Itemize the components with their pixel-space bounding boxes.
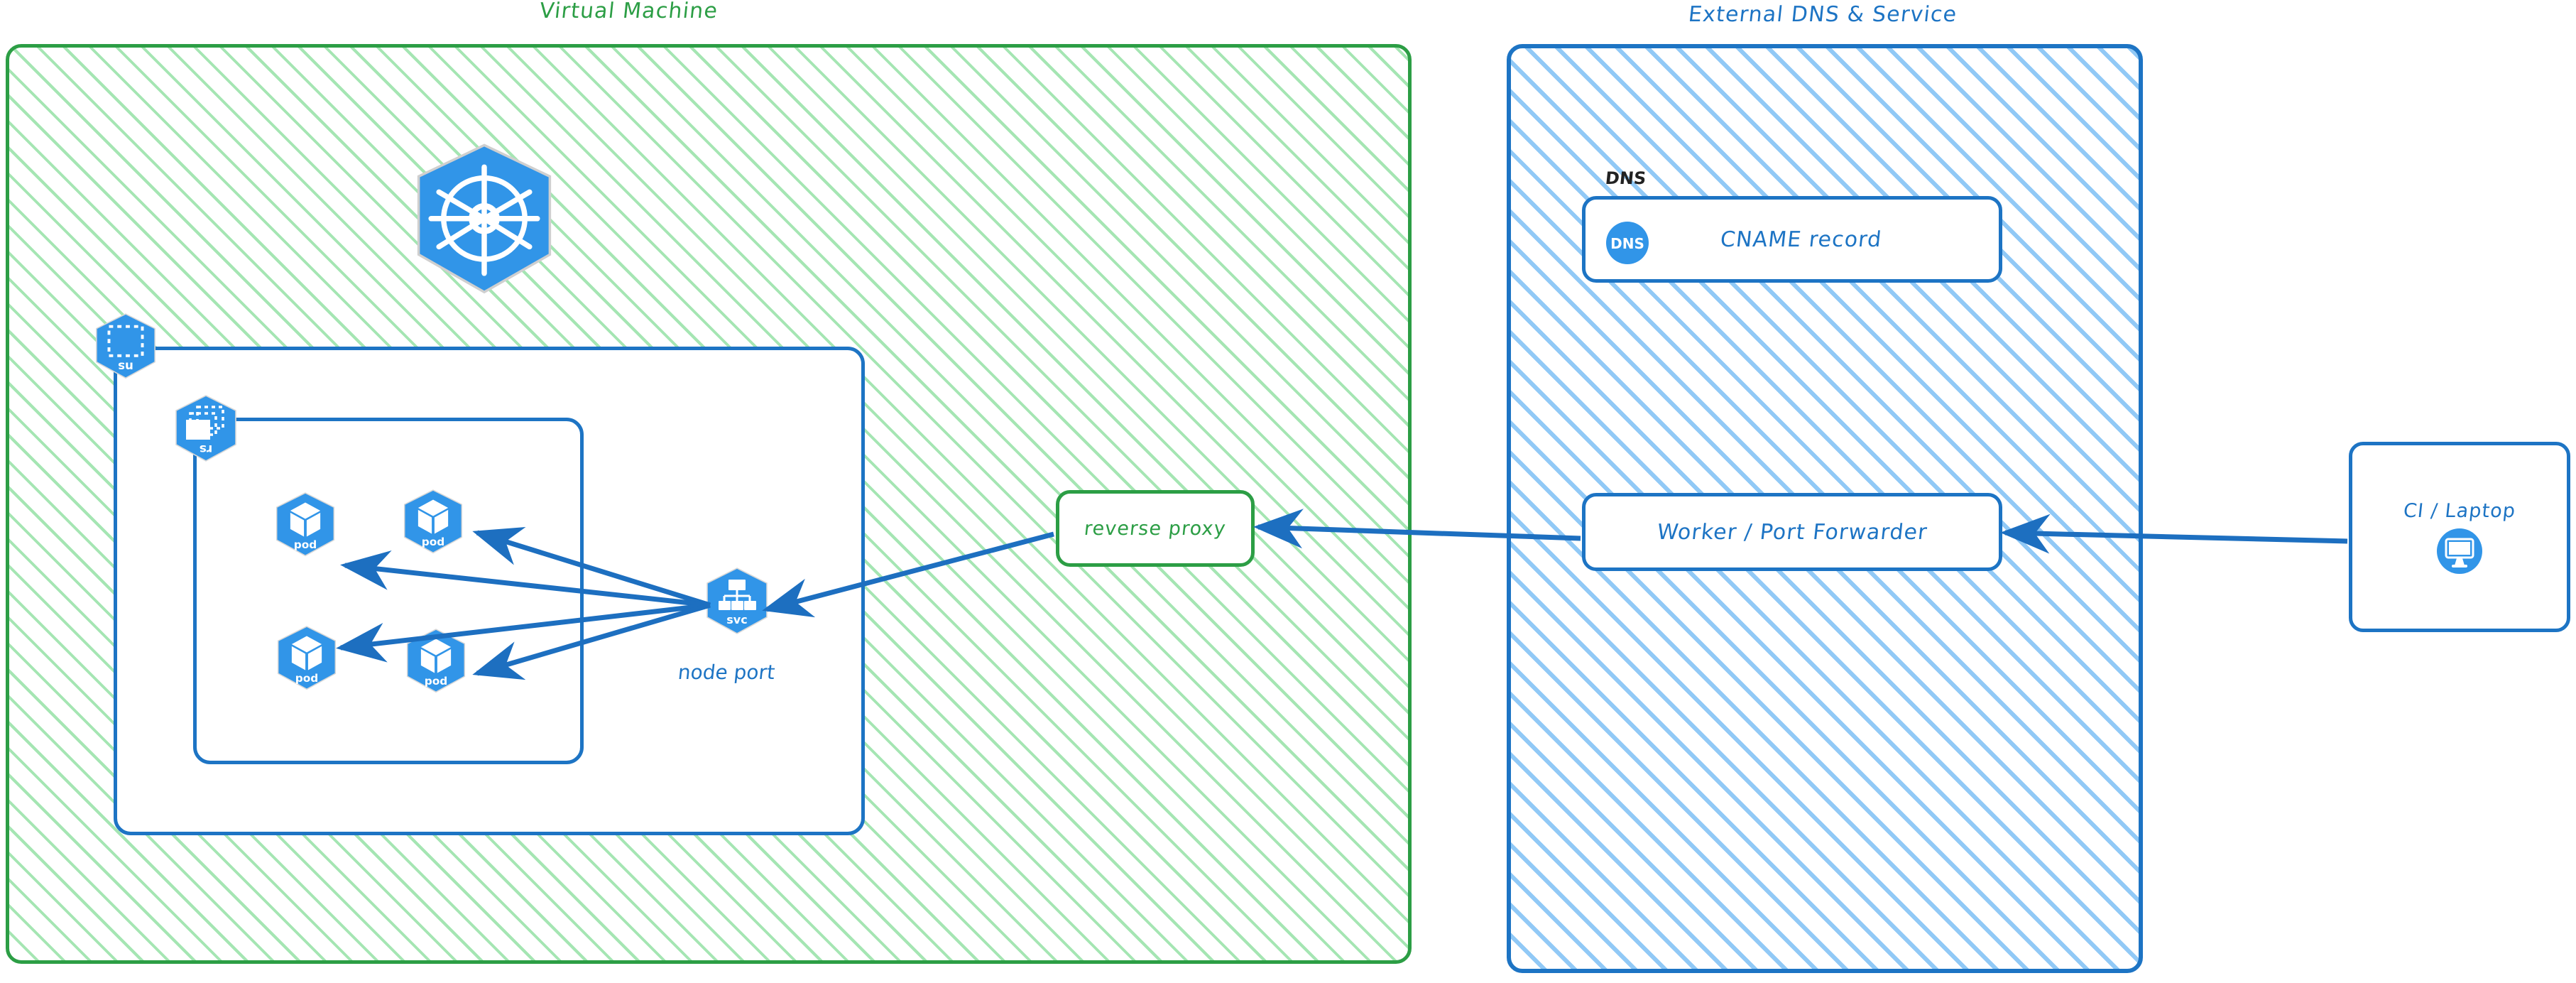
pod-icon-2: pod [399,489,467,561]
pod-icon-3: pod [273,625,341,697]
desktop-monitor-icon [2436,528,2483,575]
dns-cname-label: CNAME record [1719,227,1884,252]
ci-laptop-label: CI / Laptop [2402,499,2517,522]
panel-title-virtual-machine: Virtual Machine [538,0,719,23]
svg-text:pod: pod [425,675,448,688]
svg-text:DNS: DNS [1610,235,1644,252]
pod-icon-1: pod [271,492,339,564]
svg-text:pod: pod [422,536,445,548]
pod-icon-4: pod [402,628,470,700]
node-port-caption: node port [677,661,776,684]
dns-badge-icon: DNS [1605,221,1649,265]
rs-icon-text: rs [200,442,213,456]
worker-port-forwarder-label: Worker / Port Forwarder [1655,519,1929,545]
namespace-ns-icon: ns [91,313,160,386]
ci-laptop-box[interactable]: CI / Laptop [2349,442,2570,632]
replicaset-container-box [193,418,584,764]
ns-icon-text: ns [118,360,133,374]
worker-port-forwarder-box[interactable]: Worker / Port Forwarder [1582,493,2002,571]
replicaset-rs-icon: rs [170,394,241,469]
svg-text:svc: svc [726,613,747,626]
svg-text:pod: pod [294,538,317,551]
svg-text:pod: pod [295,672,319,685]
dns-type-label: DNS [1604,168,1647,188]
reverse-proxy-label: reverse proxy [1083,517,1228,540]
dns-cname-card[interactable]: DNS DNS CNAME record [1582,168,2002,283]
kubernetes-wheel-icon [406,142,562,298]
service-svc-icon: svc [702,567,773,642]
panel-title-external-dns-service: External DNS & Service [1687,2,1959,27]
reverse-proxy-box[interactable]: reverse proxy [1056,490,1255,567]
